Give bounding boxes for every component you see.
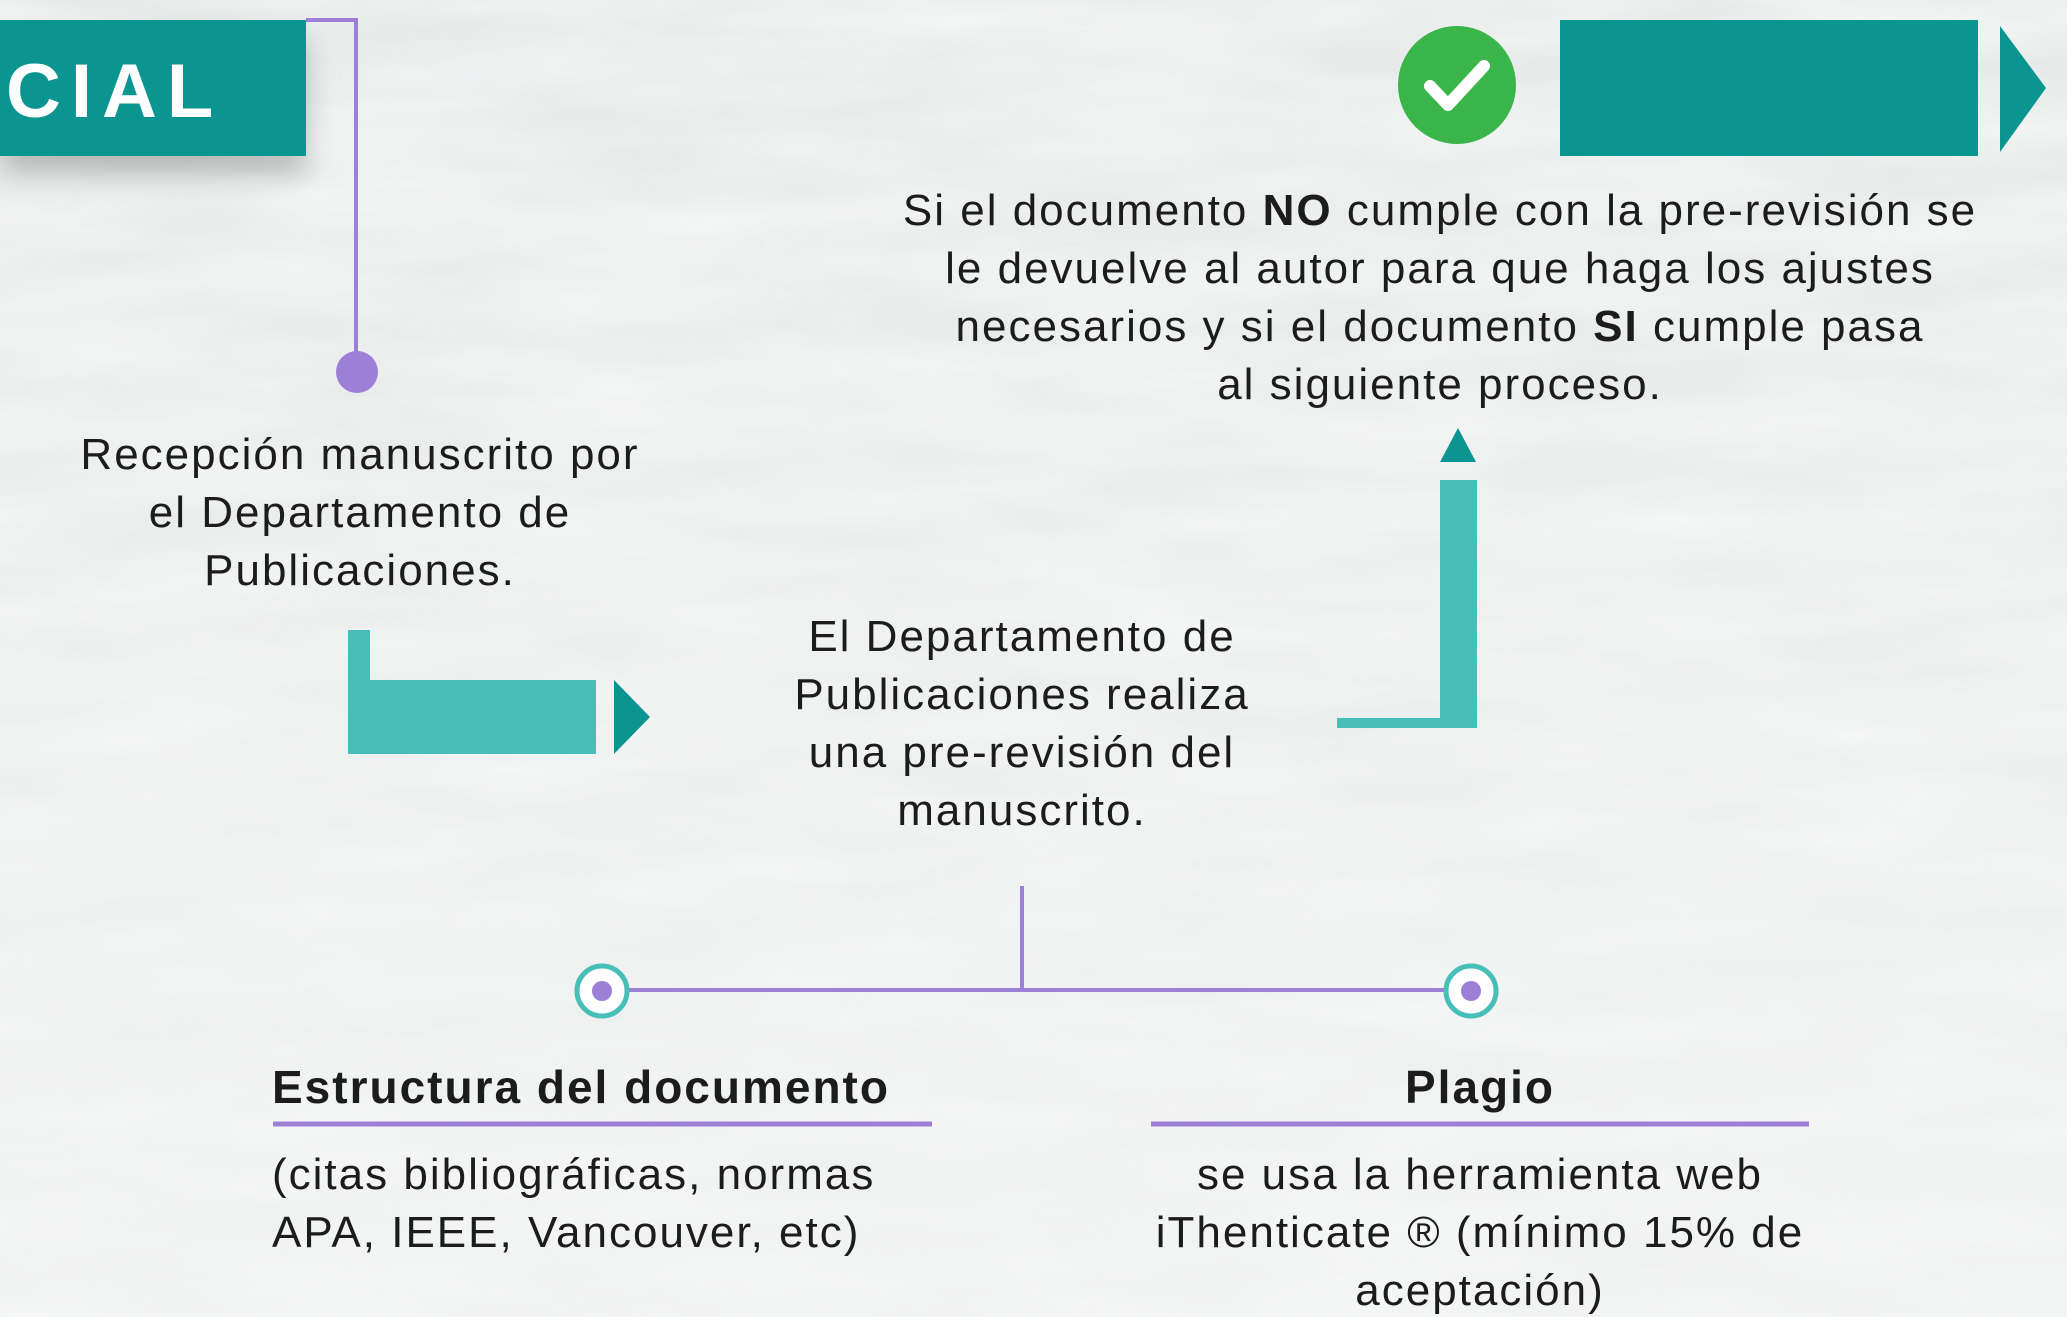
reception-line-2: el Departamento de xyxy=(148,488,572,537)
plagiarism-heading: Plagio xyxy=(1404,1061,1556,1113)
prereview-arrowhead xyxy=(1440,428,1476,462)
decision-line-1: Si el documento NO cumple con la pre-rev… xyxy=(902,186,1978,235)
next-step-arrowhead xyxy=(2000,26,2046,152)
section-title-tab: CIAL xyxy=(0,20,306,156)
section-title-text: CIAL xyxy=(6,49,224,134)
decision-no-emphasis: NO xyxy=(1262,186,1333,235)
plagiarism-node-icon xyxy=(1443,963,1499,1019)
plagiarism-line-3: aceptación) xyxy=(1355,1266,1605,1315)
decision-line-4: al siguiente proceso. xyxy=(1217,360,1663,409)
decision-line-2: le devuelve al autor para que haga los a… xyxy=(945,244,1935,293)
reception-line-3: Publicaciones. xyxy=(204,546,516,595)
reception-arrowhead xyxy=(614,680,650,754)
check-circle-icon xyxy=(1398,26,1516,144)
prereview-arrow-horizontal xyxy=(1337,718,1477,728)
structure-line-1: (citas bibliográficas, normas xyxy=(272,1150,876,1199)
structure-node-icon xyxy=(574,963,630,1019)
structure-line-2: APA, IEEE, Vancouver, etc) xyxy=(272,1208,861,1257)
prereview-line-1: El Departamento de xyxy=(808,612,1236,661)
reception-text: Recepción manuscrito por el Departamento… xyxy=(20,426,700,600)
plagiarism-description: se usa la herramienta web iThenticate ® … xyxy=(1080,1146,1880,1317)
title-connector-line xyxy=(306,18,358,372)
reception-dot xyxy=(336,351,378,393)
decision-line-3: necesarios y si el documento SI cumple p… xyxy=(955,302,1925,351)
prereview-line-2: Publicaciones realiza xyxy=(794,670,1250,719)
structure-description: (citas bibliográficas, normas APA, IEEE,… xyxy=(272,1146,1032,1262)
plagiarism-line-1: se usa la herramienta web xyxy=(1196,1150,1764,1199)
structure-heading: Estructura del documento xyxy=(272,1061,890,1113)
decision-si-emphasis: SI xyxy=(1593,302,1639,351)
decision-text: Si el documento NO cumple con la pre-rev… xyxy=(820,182,2060,414)
prereview-arrow-vertical xyxy=(1440,480,1477,728)
next-step-bar xyxy=(1560,20,1978,156)
prereview-line-3: una pre-revisión del xyxy=(808,728,1236,777)
plagiarism-line-2: iThenticate ® (mínimo 15% de xyxy=(1155,1208,1805,1257)
prereview-text: El Departamento de Publicaciones realiza… xyxy=(700,608,1344,840)
reception-line-1: Recepción manuscrito por xyxy=(80,430,640,479)
reception-arrow-horizontal xyxy=(348,680,596,754)
prereview-line-4: manuscrito. xyxy=(897,786,1147,835)
